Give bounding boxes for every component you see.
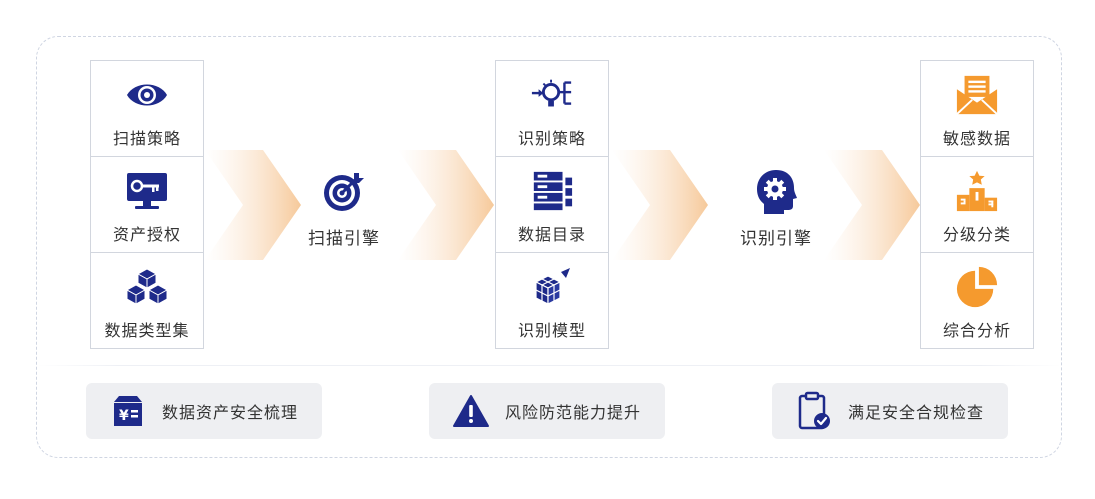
pie-chart-icon (955, 266, 999, 308)
identify-engine-label: 识别引擎 (740, 229, 812, 249)
diagram-frame (36, 36, 1062, 458)
analysis-cell: 综合分析 (921, 253, 1033, 348)
flow-arrow-3 (612, 150, 708, 260)
head-gear-icon (751, 168, 801, 214)
section-divider (37, 365, 1061, 366)
identify-model-label: 识别模型 (517, 321, 586, 340)
flow-arrow-2 (398, 150, 494, 260)
benefit-compliance[interactable]: 满足安全合规检查 (772, 383, 1008, 439)
model-cube-icon (530, 267, 574, 307)
podium-icon (955, 170, 999, 212)
flow-arrow-1 (205, 150, 301, 260)
identify-model-cell: 识别模型 (496, 253, 608, 348)
warning-icon (451, 391, 491, 431)
grading-label: 分级分类 (942, 225, 1011, 244)
data-types-label: 数据类型集 (104, 321, 190, 340)
catalog-icon (530, 171, 574, 211)
identify-policy-label: 识别策略 (517, 129, 586, 148)
identify-policy-cell: 识别策略 (496, 61, 608, 157)
benefit-asset-security[interactable]: ¥ 数据资产安全梳理 (86, 383, 322, 439)
identify-column: 识别策略 数据目录 (495, 60, 609, 349)
benefit-risk-prevention-label: 风险防范能力提升 (505, 403, 642, 422)
data-catalog-cell: 数据目录 (496, 157, 608, 253)
grading-cell: 分级分类 (921, 157, 1033, 253)
benefit-asset-security-label: 数据资产安全梳理 (162, 403, 299, 422)
scan-policy-cell: 扫描策略 (91, 61, 203, 157)
scan-engine-label: 扫描引擎 (308, 229, 380, 249)
data-types-cell: 数据类型集 (91, 253, 203, 348)
key-monitor-icon (125, 171, 169, 211)
eye-icon (125, 75, 169, 115)
results-column: 敏感数据 分级分类 (920, 60, 1034, 349)
asset-auth-label: 资产授权 (112, 225, 181, 244)
benefit-risk-prevention[interactable]: 风险防范能力提升 (429, 383, 665, 439)
scan-policy-label: 扫描策略 (112, 129, 181, 148)
benefit-compliance-label: 满足安全合规检查 (848, 403, 985, 422)
bulb-network-icon (530, 75, 574, 115)
scan-engine: 扫描引擎 (284, 168, 404, 249)
svg-text:¥: ¥ (119, 408, 129, 424)
scan-inputs-column: 扫描策略 资产授权 (90, 60, 204, 349)
sensitive-data-cell: 敏感数据 (921, 61, 1033, 157)
clipboard-check-icon (794, 391, 834, 431)
analysis-label: 综合分析 (942, 321, 1011, 340)
envelope-icon (955, 75, 999, 115)
sensitive-data-label: 敏感数据 (942, 129, 1011, 148)
identify-engine: 识别引擎 (716, 168, 836, 249)
yen-box-icon: ¥ (108, 391, 148, 431)
target-icon (319, 168, 369, 214)
flow-arrow-4 (824, 150, 920, 260)
cubes-icon (125, 267, 169, 307)
asset-auth-cell: 资产授权 (91, 157, 203, 253)
data-catalog-label: 数据目录 (517, 225, 586, 244)
